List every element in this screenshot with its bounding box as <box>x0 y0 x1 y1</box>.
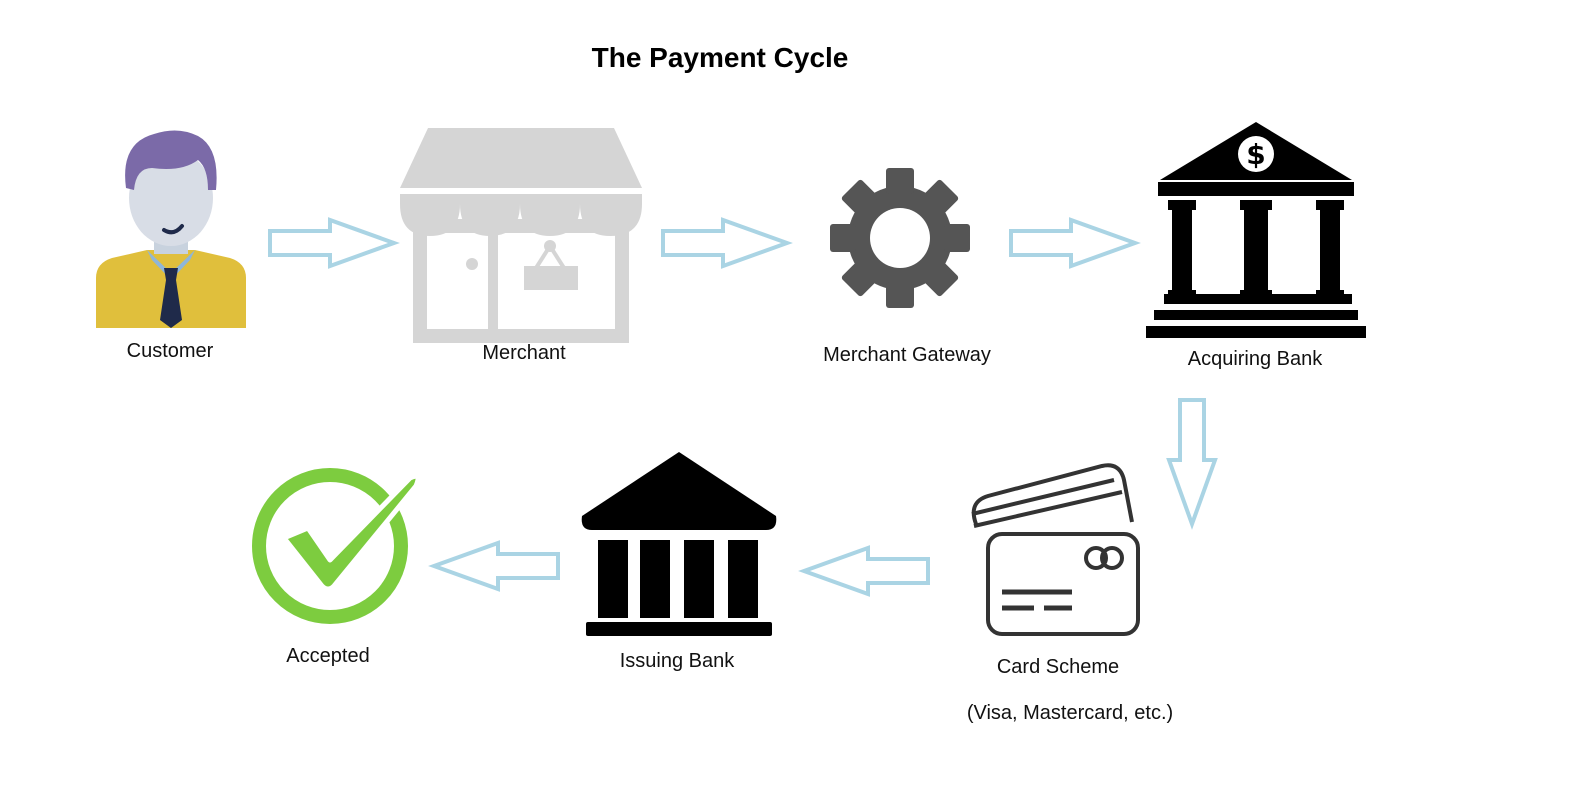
diagram-title: The Payment Cycle <box>591 42 849 73</box>
issuing-label: Issuing Bank <box>619 650 735 672</box>
customer-label: Customer <box>126 340 214 362</box>
arrow-acquiring-to-scheme <box>1166 398 1218 530</box>
gateway-label: Merchant Gateway <box>823 344 991 366</box>
svg-text:$: $ <box>1246 138 1265 171</box>
customer-icon <box>96 130 246 328</box>
scheme-label: Card Scheme <box>996 656 1120 678</box>
acquiring-label: Acquiring Bank <box>1187 348 1323 370</box>
gear-icon <box>830 168 970 308</box>
bank-dollar-icon: $ <box>1146 122 1366 338</box>
checkmark-icon <box>252 468 421 624</box>
arrow-gateway-to-acquiring <box>1009 217 1141 269</box>
scheme-sublabel: (Visa, Mastercard, etc.) <box>966 702 1174 724</box>
arrow-customer-to-merchant <box>268 217 400 269</box>
storefront-icon <box>400 128 642 343</box>
bank-icon <box>581 452 777 636</box>
arrow-scheme-to-issuing <box>798 545 930 597</box>
arrow-merchant-to-gateway <box>661 217 793 269</box>
accepted-label: Accepted <box>286 645 370 667</box>
arrow-issuing-to-accepted <box>428 540 560 592</box>
merchant-label: Merchant <box>482 342 566 364</box>
credit-cards-icon <box>971 463 1140 636</box>
